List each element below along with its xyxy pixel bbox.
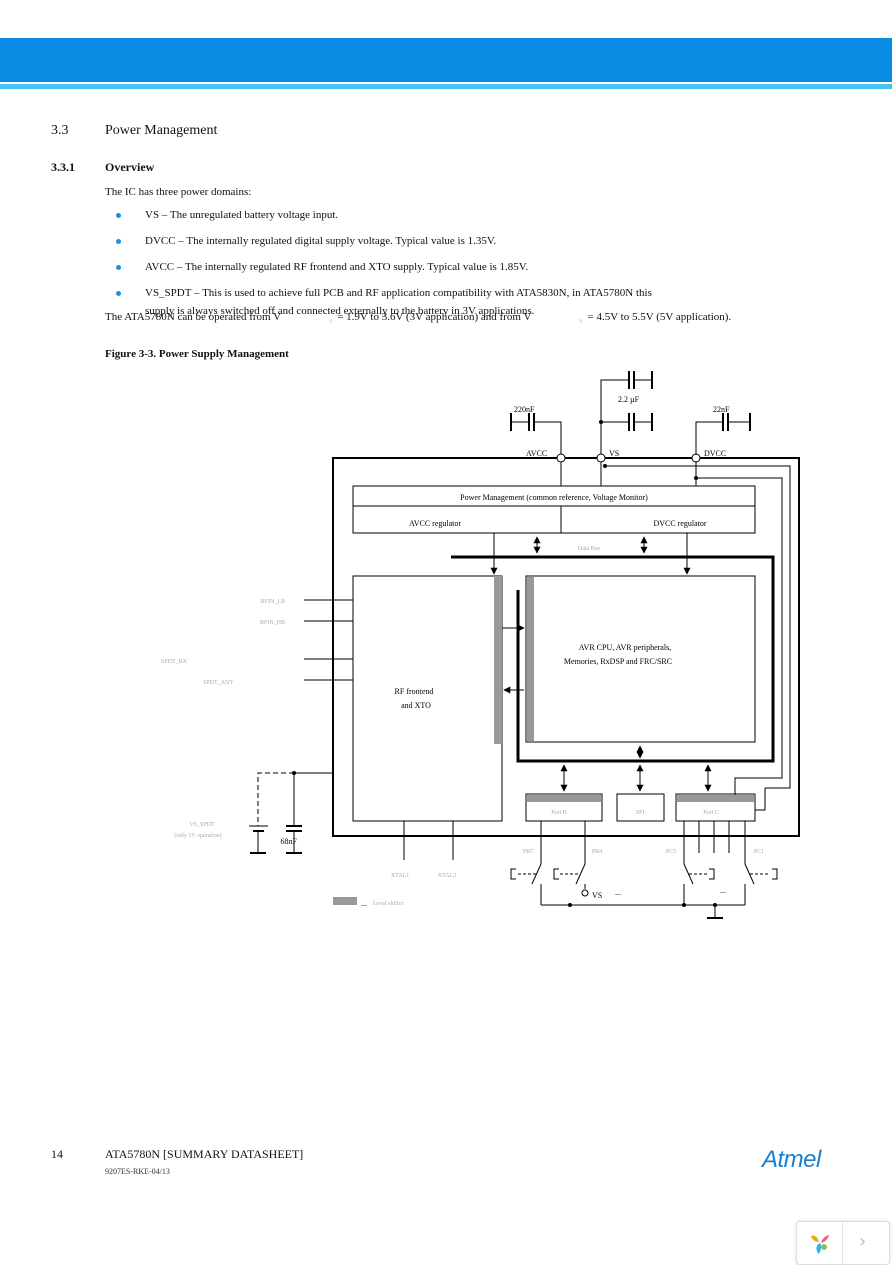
dots-left: ...: [615, 888, 621, 897]
rf-frontend-box: [352, 575, 503, 822]
page-number: 14: [51, 1147, 63, 1161]
spdt-rx-label: SPDT_RX: [161, 659, 188, 665]
pm-title: Power Management (common reference, Volt…: [460, 493, 648, 502]
cap-68-label: 68nF: [281, 837, 298, 846]
chevron-right-icon[interactable]: ›: [859, 1231, 867, 1252]
dvcc-regulator-label: DVCC regulator: [653, 519, 706, 528]
cap-dvcc-label: 22nF: [713, 405, 730, 414]
list-item-continuation: supply is always switched off and connec…: [145, 305, 535, 317]
list-item-text: AVCC – The internally regulated RF front…: [145, 261, 529, 273]
operating-range-part1: The ATA5780N can be operated from V: [105, 311, 282, 323]
vs-spdt-label: VS_SPDT: [189, 822, 215, 828]
port-c-box: [675, 793, 756, 822]
widget-divider: [842, 1222, 843, 1264]
subsection-title: Overview: [105, 160, 155, 174]
cap-avcc-label: 220nF: [514, 405, 535, 414]
viewer-logo-icon: [811, 1235, 829, 1254]
viewer-widget[interactable]: ›: [796, 1221, 890, 1265]
footer-title: ATA5780N [SUMMARY DATASHEET]: [105, 1147, 304, 1161]
pb4-label: PB4: [592, 849, 602, 855]
pin-avcc-label: AVCC: [526, 449, 547, 458]
xtal1-label: XTAL1: [391, 873, 410, 879]
level-shifter-legend-swatch: [333, 897, 357, 905]
list-item-text: DVCC – The internally regulated digital …: [145, 235, 497, 247]
bullet-icon: [116, 239, 121, 244]
legend-dots: ...: [361, 899, 367, 908]
pb7-label: PB7: [523, 849, 533, 855]
operating-range-part2: = 1.9V to 3.6V (3V application) and from…: [334, 311, 532, 323]
list-item-text: VS – The unregulated battery voltage inp…: [145, 209, 339, 221]
chip-outline: [332, 457, 800, 837]
cpu-label-2: Memories, RxDSP and FRC/SRC: [564, 657, 672, 666]
rf-frontend-label-2: and XTO: [401, 701, 431, 710]
port-c-label: Port C: [703, 810, 719, 816]
bullet-icon: [116, 265, 121, 270]
operating-range-sub2: S: [579, 319, 583, 326]
vs-spdt-note: (only 5V operation): [174, 832, 222, 839]
dots-right: ...: [720, 886, 726, 895]
pc5-label: PC5: [666, 849, 676, 855]
power-management-box: [352, 485, 756, 534]
figure-caption: Figure 3-3. Power Supply Management: [105, 348, 289, 360]
section-title: Power Management: [105, 123, 218, 138]
rf-frontend-label-1: RF frontend: [395, 687, 434, 696]
avcc-regulator-label: AVCC regulator: [409, 519, 461, 528]
header-accent-line: [0, 84, 892, 89]
atmel-logo: Atmel: [762, 1146, 821, 1173]
switch-vs-label: VS: [592, 891, 602, 900]
legend-label: Level shifter: [373, 900, 404, 907]
operating-range-sub1: S: [329, 319, 333, 326]
operating-range-part3: = 4.5V to 5.5V (5V application).: [584, 311, 732, 323]
bullet-icon: [116, 213, 121, 218]
pin-dvcc-label: DVCC: [704, 449, 726, 458]
cpu-box: [525, 575, 756, 743]
port-b-label: Port B: [551, 810, 567, 816]
data-bus-label: Data Bus: [578, 546, 601, 552]
rfin-lb-label: RFIN_LB: [261, 599, 285, 605]
list-item: VS_SPDT – This is used to achieve full P…: [105, 284, 785, 320]
list-item: AVCC – The internally regulated RF front…: [105, 258, 785, 276]
list-item: VS – The unregulated battery voltage inp…: [105, 206, 785, 224]
list-item: DVCC – The internally regulated digital …: [105, 232, 785, 250]
xtal2-label: XTAL2: [438, 873, 457, 879]
cpu-label-1: AVR CPU, AVR peripherals,: [579, 643, 671, 652]
bullet-icon: [116, 291, 121, 296]
header-band: [0, 38, 892, 82]
list-item-text: VS_SPDT – This is used to achieve full P…: [145, 287, 652, 299]
cap-top-label: 2.2 µF: [618, 395, 640, 404]
power-supply-diagram: 2.2 µF 220nF 22nF AVCC VS DVCC Power Man…: [161, 371, 800, 919]
pc1-label: PC1: [754, 849, 764, 855]
spdt-ant-label: SPDT_ANT: [203, 680, 233, 686]
section-number: 3.3: [51, 123, 69, 138]
operating-range-text: The ATA5780N can be operated from V S = 1…: [105, 311, 731, 325]
intro-text: The IC has three power domains:: [105, 186, 252, 198]
document-number: 9207ES-RKE-04/13: [105, 1167, 170, 1176]
spi-box: [616, 793, 665, 822]
port-b-box: [525, 793, 603, 822]
power-domain-list: VS – The unregulated battery voltage inp…: [105, 206, 785, 328]
subsection-number: 3.3.1: [51, 160, 75, 174]
spi-label: SPI: [636, 810, 645, 816]
pin-vs-label: VS: [609, 449, 619, 458]
rfin-hb-label: RFIN_HB: [260, 620, 285, 626]
